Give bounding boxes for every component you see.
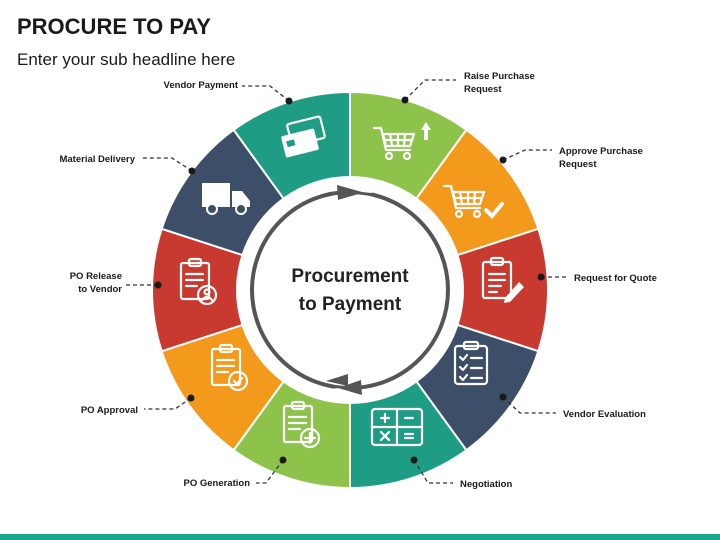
callout-dot: [537, 273, 545, 281]
wheel-icons: [179, 115, 524, 449]
callout-leader: [404, 79, 456, 101]
clipboard-user-icon: [179, 257, 218, 306]
credit-cards-icon: [281, 115, 326, 158]
step-label: PO Approval: [81, 405, 138, 416]
cycle-arrow-bottom: [326, 374, 348, 386]
callout-dot: [410, 456, 418, 464]
step-label: Request for Quote: [574, 273, 657, 284]
page-subtitle: Enter your sub headline here: [17, 50, 236, 69]
callout-dot: [187, 394, 195, 402]
callout-dot: [154, 281, 162, 289]
center-title-line2: to Payment: [299, 294, 402, 315]
step-label: PO Generation: [183, 478, 250, 489]
delivery-truck-icon: [202, 183, 250, 215]
cycle-arrowhead-top: [337, 185, 362, 200]
callout-dot: [279, 456, 287, 464]
callout-leader: [256, 459, 284, 484]
step-label: Request: [559, 159, 597, 170]
step-label: Vendor Evaluation: [563, 409, 646, 420]
callout-dot: [499, 156, 507, 164]
cart-check-icon: [442, 184, 504, 219]
ring-gap-top: [351, 185, 373, 193]
step-label: Vendor Payment: [164, 80, 239, 91]
center-cycle-ring: [250, 190, 450, 390]
step-label: PO Release: [70, 271, 122, 282]
callout-dot: [285, 97, 293, 105]
callout-leader: [502, 149, 552, 161]
cycle-arrowhead-bottom: [338, 380, 362, 395]
step-label: Raise Purchase: [464, 71, 535, 82]
calculator-icon: [370, 407, 424, 447]
step-label: Negotiation: [460, 479, 512, 490]
wheel-segments: [151, 90, 549, 490]
callout-dot: [499, 393, 507, 401]
step-label: to Vendor: [78, 284, 122, 295]
page-title: PROCURE TO PAY: [17, 14, 211, 39]
callout-leader: [242, 85, 290, 102]
callout-leader: [413, 459, 453, 484]
callout-leader: [142, 157, 193, 172]
step-label: Material Delivery: [59, 154, 135, 165]
bottom-accent-bar: [0, 534, 720, 540]
shopping-cart-upload-icon: [372, 122, 431, 161]
clipboard-approve-icon: [210, 343, 249, 392]
center-title-line1: Procurement: [291, 266, 409, 287]
step-label: Request: [464, 84, 502, 95]
checklist-clipboard-icon: [453, 340, 489, 386]
wheel-center: Procurement to Payment: [250, 185, 450, 395]
callout-dot: [188, 167, 196, 175]
callout-dot: [401, 96, 409, 104]
step-label: Approve Purchase: [559, 146, 643, 157]
quote-request-icon: [481, 256, 524, 303]
callout-leader: [502, 396, 556, 414]
clipboard-add-icon: [282, 400, 321, 449]
